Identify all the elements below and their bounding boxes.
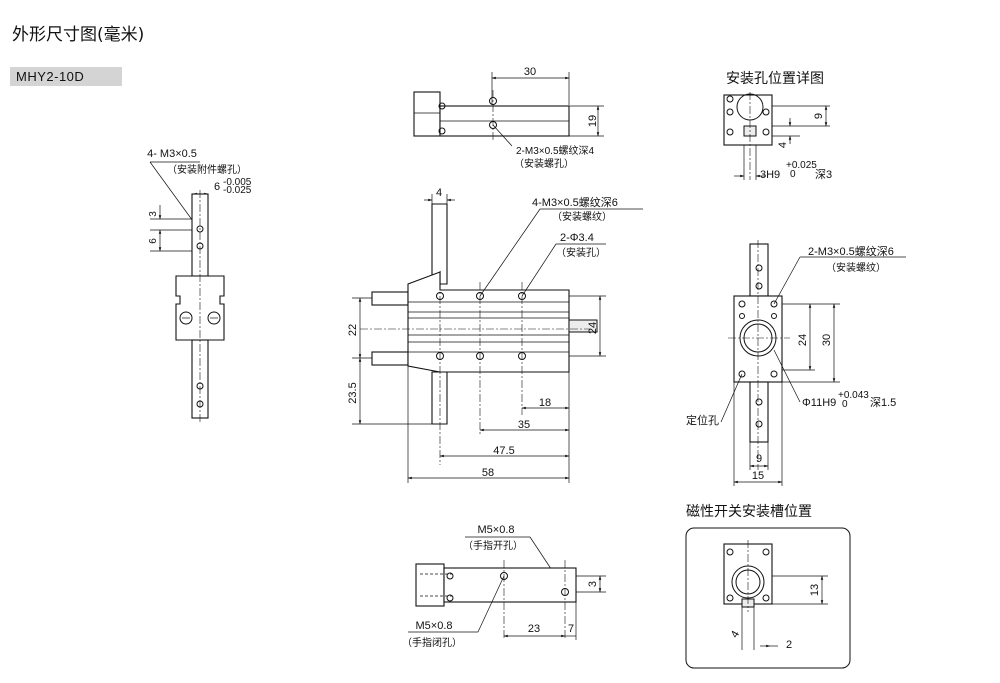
detail-dim-4: 4 — [777, 142, 789, 148]
page-title: 外形尺寸图(毫米) — [12, 25, 145, 45]
bottom-dim-7: 7 — [568, 623, 574, 635]
left-view: 4- M3×0.5 （安装附件螺孔） 6 -0.005 -0.025 3 6 — [147, 148, 252, 422]
bottom-view: M5×0.8 （手指开孔） 3 23 7 M5×0.8 （手指闭孔） — [402, 524, 606, 649]
detail-title: 安装孔位置详图 — [726, 71, 824, 87]
detail-tol-lower: 0 — [790, 169, 796, 180]
detail-tol-upper: +0.025 — [786, 160, 817, 171]
top-dim-30: 30 — [524, 66, 536, 78]
front-dim-47-5: 47.5 — [493, 445, 514, 457]
side-dim-15: 15 — [752, 470, 764, 482]
top-dim-19: 19 — [587, 115, 599, 127]
side-dim-30: 30 — [821, 334, 833, 346]
left-tol-lower: -0.025 — [223, 185, 252, 196]
detail-dim-9: 9 — [813, 113, 825, 119]
side-dim-24: 24 — [797, 334, 809, 346]
front-view: 4 22 23.5 24 18 35 47.5 58 4-M3×0.5螺纹深6 … — [347, 187, 643, 483]
side-locate-label: 定位孔 — [686, 413, 719, 427]
slot-title: 磁性开关安装槽位置 — [686, 504, 812, 520]
mount-hole-detail: 安装孔位置详图 9 4 3H9 +0.025 0 深3 — [723, 71, 832, 181]
bottom-close-1: M5×0.8 — [416, 620, 453, 632]
slot-dim-13: 13 — [809, 584, 821, 596]
front-dim-58: 58 — [482, 467, 494, 479]
left-dim-3: 3 — [148, 211, 159, 217]
bottom-open-1: M5×0.8 — [478, 524, 515, 536]
left-note-2: （安装附件螺孔） — [167, 163, 247, 176]
left-dim-6b: 6 — [148, 238, 159, 244]
front-dim-24: 24 — [587, 322, 599, 334]
side-note-a1: 2-M3×0.5螺纹深6 — [808, 244, 894, 258]
left-tol-upper: -0.005 — [223, 177, 252, 188]
side-view: 24 30 2-M3×0.5螺纹深6 （安装螺纹） 定位孔 Φ11H9 +0.0… — [686, 240, 906, 486]
top-note-2: （安装螺孔） — [514, 157, 574, 170]
bottom-dim-3: 3 — [587, 581, 599, 587]
top-view: 30 19 2-M3×0.5螺纹深4 （安装螺孔） — [413, 66, 604, 170]
front-dim-23-5: 23.5 — [347, 382, 359, 403]
side-note-a2: （安装螺纹） — [826, 261, 886, 274]
front-dim-4: 4 — [436, 187, 442, 199]
slot-dim-2: 2 — [786, 639, 792, 651]
front-note-b1: 2-Φ3.4 — [560, 232, 594, 244]
left-dim-6: 6 — [214, 181, 220, 193]
bottom-open-2: （手指开孔） — [463, 539, 523, 552]
side-bore: Φ11H9 — [802, 397, 836, 409]
top-note-1: 2-M3×0.5螺纹深4 — [516, 144, 595, 157]
slot-dim-4: 4 — [729, 629, 742, 640]
slot-frame — [685, 527, 851, 669]
front-dim-22: 22 — [347, 324, 359, 336]
side-bore-depth: 深1.5 — [870, 396, 896, 409]
model-label: MHY2-10D — [10, 67, 122, 86]
bottom-close-2: （手指闭孔） — [402, 636, 462, 649]
detail-depth: 深3 — [815, 168, 832, 181]
front-dim-35: 35 — [518, 419, 530, 431]
front-note-b2: （安装孔） — [556, 246, 606, 259]
switch-slot-view: 磁性开关安装槽位置 13 4 2 — [685, 504, 851, 669]
front-note-a1: 4-M3×0.5螺纹深6 — [532, 195, 618, 209]
bottom-dim-23: 23 — [528, 623, 540, 635]
side-bore-tol-lower: 0 — [842, 399, 848, 410]
left-note-1: 4- M3×0.5 — [147, 148, 197, 160]
side-bore-tol-upper: +0.043 — [838, 390, 869, 401]
front-dim-18: 18 — [539, 397, 551, 409]
front-note-a2: （安装螺纹） — [552, 210, 612, 223]
side-dim-9: 9 — [756, 453, 762, 465]
detail-3h9: 3H9 — [760, 169, 780, 181]
